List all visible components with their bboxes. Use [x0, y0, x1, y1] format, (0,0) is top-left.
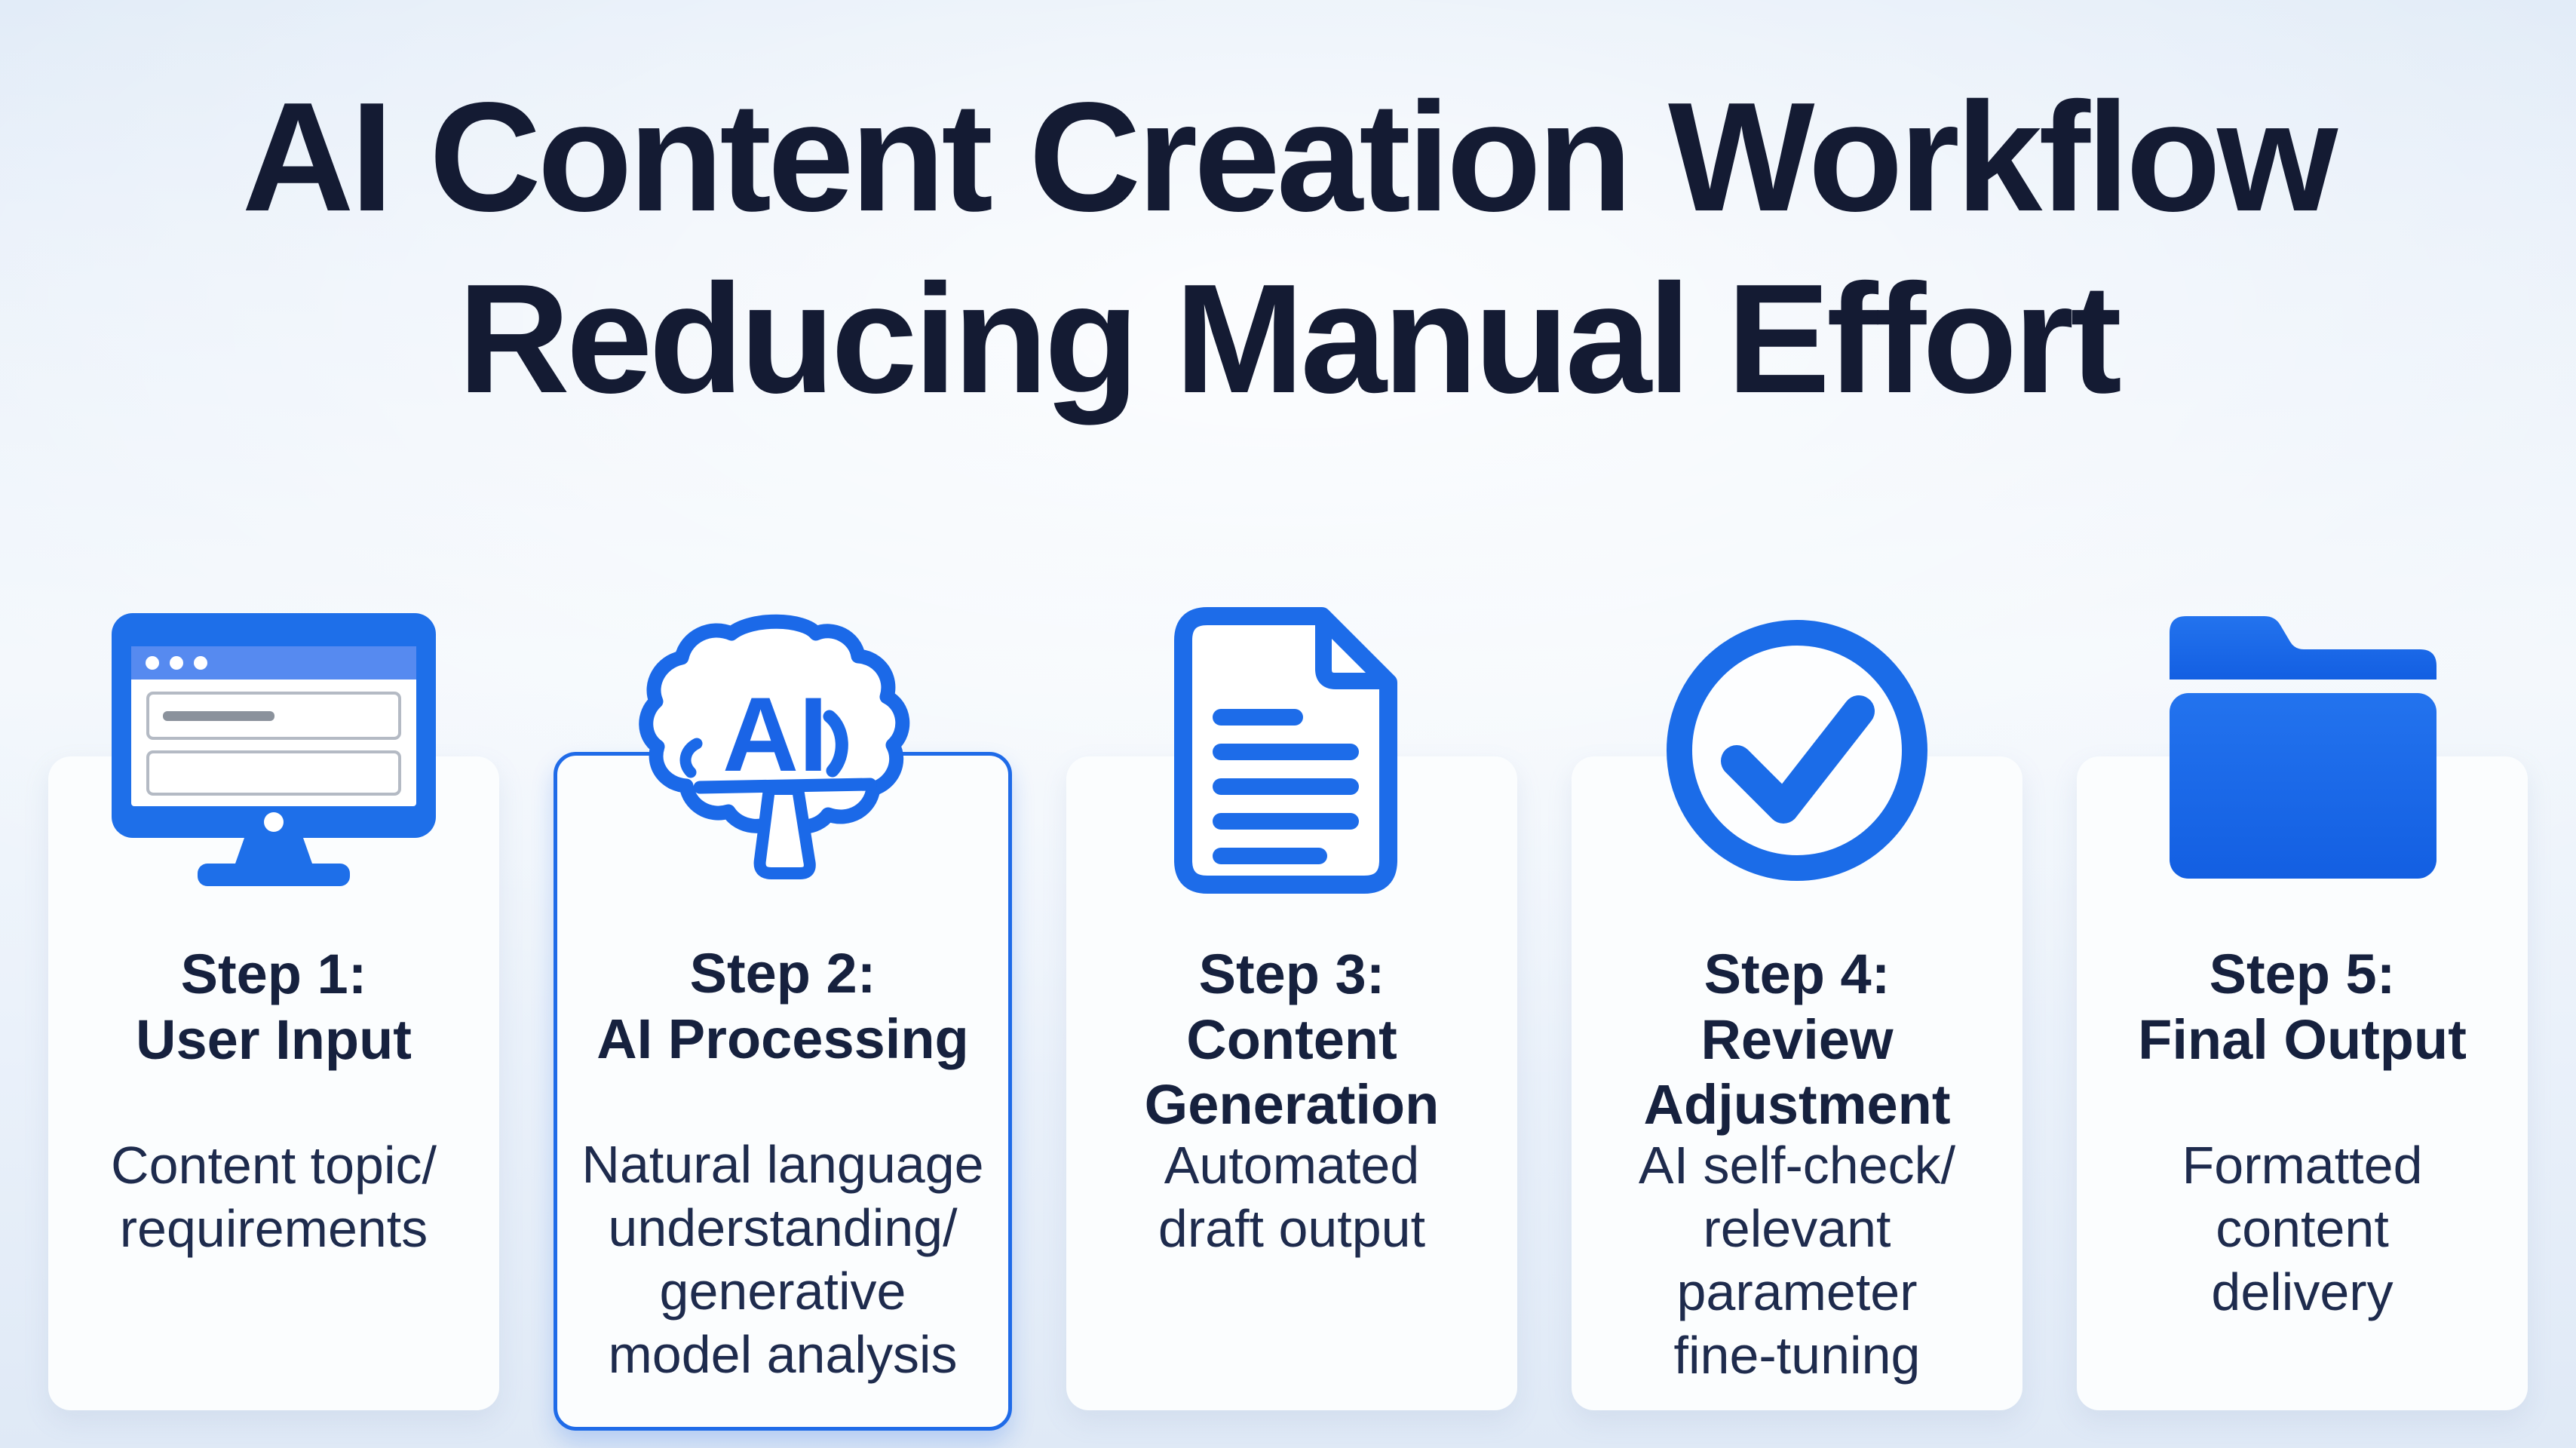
step-heading: Step 3: Content Generation	[1144, 943, 1440, 1137]
step-card-ai-processing: AI Step 2: AI Processing Natural languag…	[554, 614, 1012, 1431]
page-title: AI Content Creation Workflow Reducing Ma…	[0, 66, 2576, 430]
step-heading: Step 4: Review Adjustment	[1643, 943, 1951, 1137]
step-description: AI self-check/ relevant parameter fine-t…	[1638, 1136, 1956, 1385]
step-card-user-input: Step 1: User Input Content topic/ requir…	[48, 613, 499, 1410]
step-card-final-output: Step 5: Final Output Formatted content d…	[2077, 616, 2528, 1410]
brain-ai-label: AI	[722, 675, 828, 793]
step-heading: Step 2: AI Processing	[596, 942, 969, 1070]
step-description: Content topic/ requirements	[111, 1136, 437, 1258]
monitor-icon	[104, 607, 443, 903]
brain-ai-icon: AI	[632, 611, 934, 897]
page-title-line1: AI Content Creation Workflow	[241, 70, 2338, 244]
check-circle-icon	[1654, 607, 1940, 894]
step-card-review-adjustment: Step 4: Review Adjustment AI self-check/…	[1572, 620, 2022, 1410]
page-title-line2: Reducing Manual Effort	[458, 252, 2122, 426]
step-description: Formatted content delivery	[2182, 1136, 2423, 1321]
step-description: Automated draft output	[1158, 1136, 1426, 1258]
folder-icon	[2151, 607, 2453, 885]
step-description: Natural language understanding/ generati…	[581, 1135, 984, 1384]
document-icon	[1171, 607, 1412, 894]
step-heading: Step 1: User Input	[136, 943, 412, 1071]
steps-row: Step 1: User Input Content topic/ requir…	[48, 607, 2528, 1431]
step-card-content-generation: Step 3: Content Generation Automated dra…	[1066, 607, 1517, 1410]
step-heading: Step 5: Final Output	[2138, 943, 2467, 1071]
